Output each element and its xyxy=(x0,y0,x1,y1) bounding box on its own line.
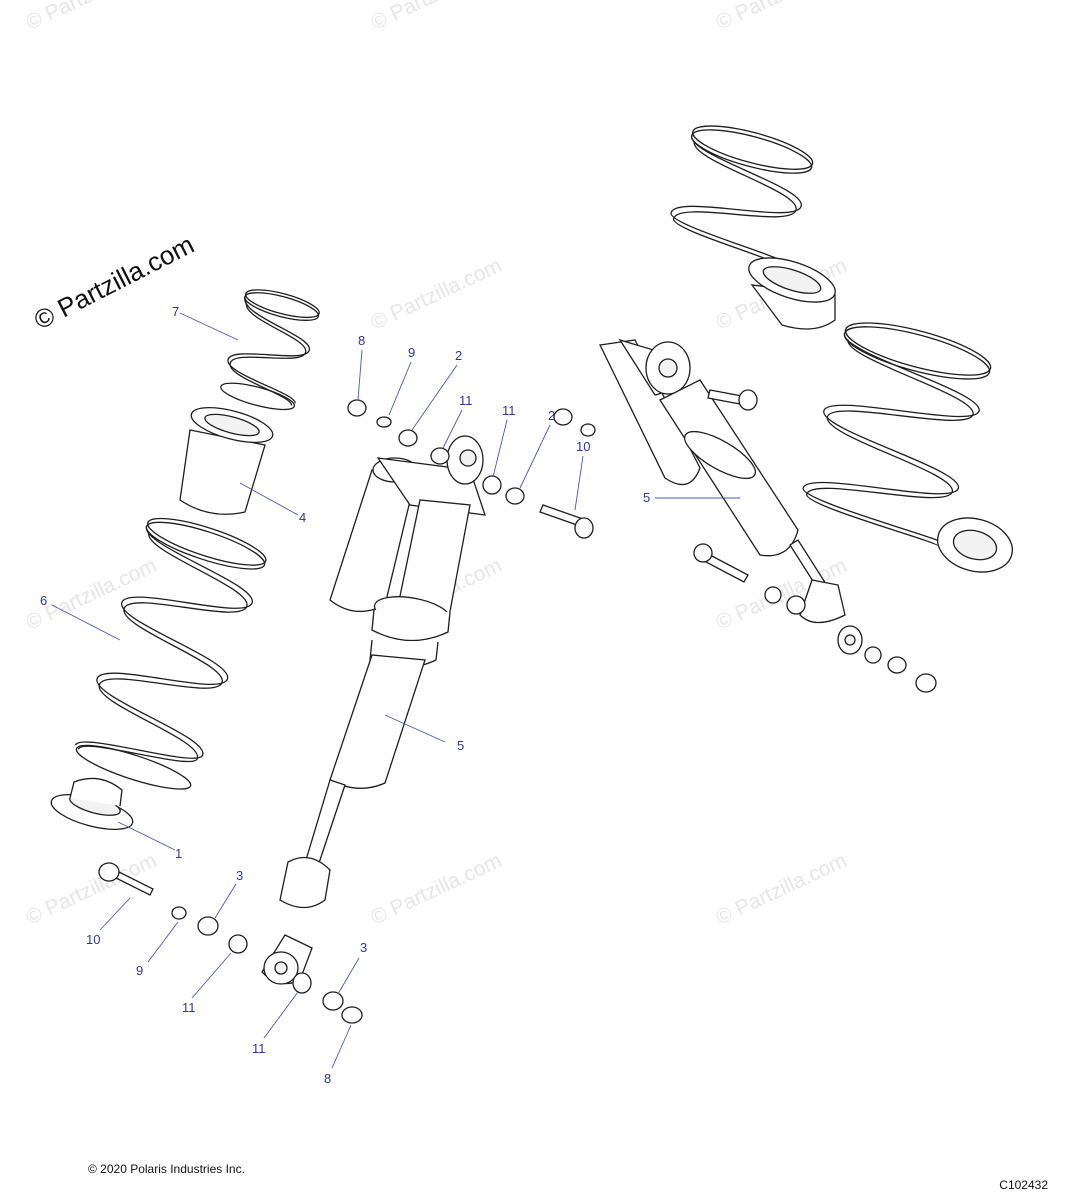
copyright-text: © 2020 Polaris Industries Inc. xyxy=(88,1162,245,1176)
upper-spring xyxy=(220,289,320,411)
watermark: © Partzilla.com xyxy=(367,849,505,930)
callout-label: 4 xyxy=(299,510,306,525)
bushing-3b xyxy=(322,991,344,1011)
watermark: © Partzilla.com xyxy=(712,0,850,35)
leader-lines xyxy=(51,312,740,1069)
center-shock xyxy=(261,435,486,985)
callout-label: 3 xyxy=(236,868,243,883)
watermark: © Partzilla.com xyxy=(22,0,160,35)
callout-label: 5 xyxy=(643,490,650,505)
callout-label: 2 xyxy=(548,408,555,423)
right-spacer xyxy=(748,257,836,330)
spring-seat xyxy=(50,777,134,831)
washer-11a xyxy=(430,447,450,465)
washer-11c xyxy=(228,934,248,954)
callout-label: 11 xyxy=(182,1000,196,1015)
callout-label: 11 xyxy=(502,403,516,418)
washer-9b xyxy=(171,906,187,920)
nut-8b xyxy=(341,1006,363,1024)
callout-label: 2 xyxy=(455,348,462,363)
right-shock xyxy=(553,338,937,693)
callout-label: 7 xyxy=(172,304,179,319)
lower-hardware xyxy=(98,862,363,1024)
callout-label: 6 xyxy=(40,593,47,608)
bolt-10b-head xyxy=(98,862,120,882)
callout-label: 3 xyxy=(360,940,367,955)
callout-labels: 7 8 9 2 11 11 2 10 4 6 5 5 1 3 10 9 11 3… xyxy=(40,304,650,1086)
callout-label: 10 xyxy=(576,439,590,454)
center-hardware xyxy=(347,399,594,539)
watermark: © Partzilla.com xyxy=(712,849,850,930)
right-lower-spring xyxy=(802,322,992,547)
callout-label: 11 xyxy=(252,1041,266,1056)
spring-spacer xyxy=(179,406,274,515)
callout-label: 9 xyxy=(408,345,415,360)
callout-label: 5 xyxy=(457,738,464,753)
right-upper-spring xyxy=(670,125,814,268)
washer-11b xyxy=(482,475,502,495)
callout-label: 10 xyxy=(86,932,100,947)
lower-spring xyxy=(74,517,267,790)
callout-label: 8 xyxy=(324,1071,331,1086)
callout-label: 8 xyxy=(358,333,365,348)
watermark-main: © Partzilla.com xyxy=(29,229,199,335)
nut-8a xyxy=(347,399,367,417)
washer-9a xyxy=(376,416,392,428)
washer-11d xyxy=(292,972,312,994)
bushing-2b xyxy=(505,487,525,505)
callout-label: 11 xyxy=(459,393,473,408)
bushing-2a xyxy=(398,429,418,447)
figure-code: C102432 xyxy=(999,1178,1048,1192)
callout-label: 9 xyxy=(136,963,143,978)
right-spring-seat xyxy=(937,517,1013,573)
watermark: © Partzilla.com xyxy=(367,0,505,35)
callout-label: 1 xyxy=(175,846,182,861)
bushing-3a xyxy=(197,916,219,936)
bolt-10a-head xyxy=(574,517,594,539)
watermark: © Partzilla.com xyxy=(367,254,505,335)
